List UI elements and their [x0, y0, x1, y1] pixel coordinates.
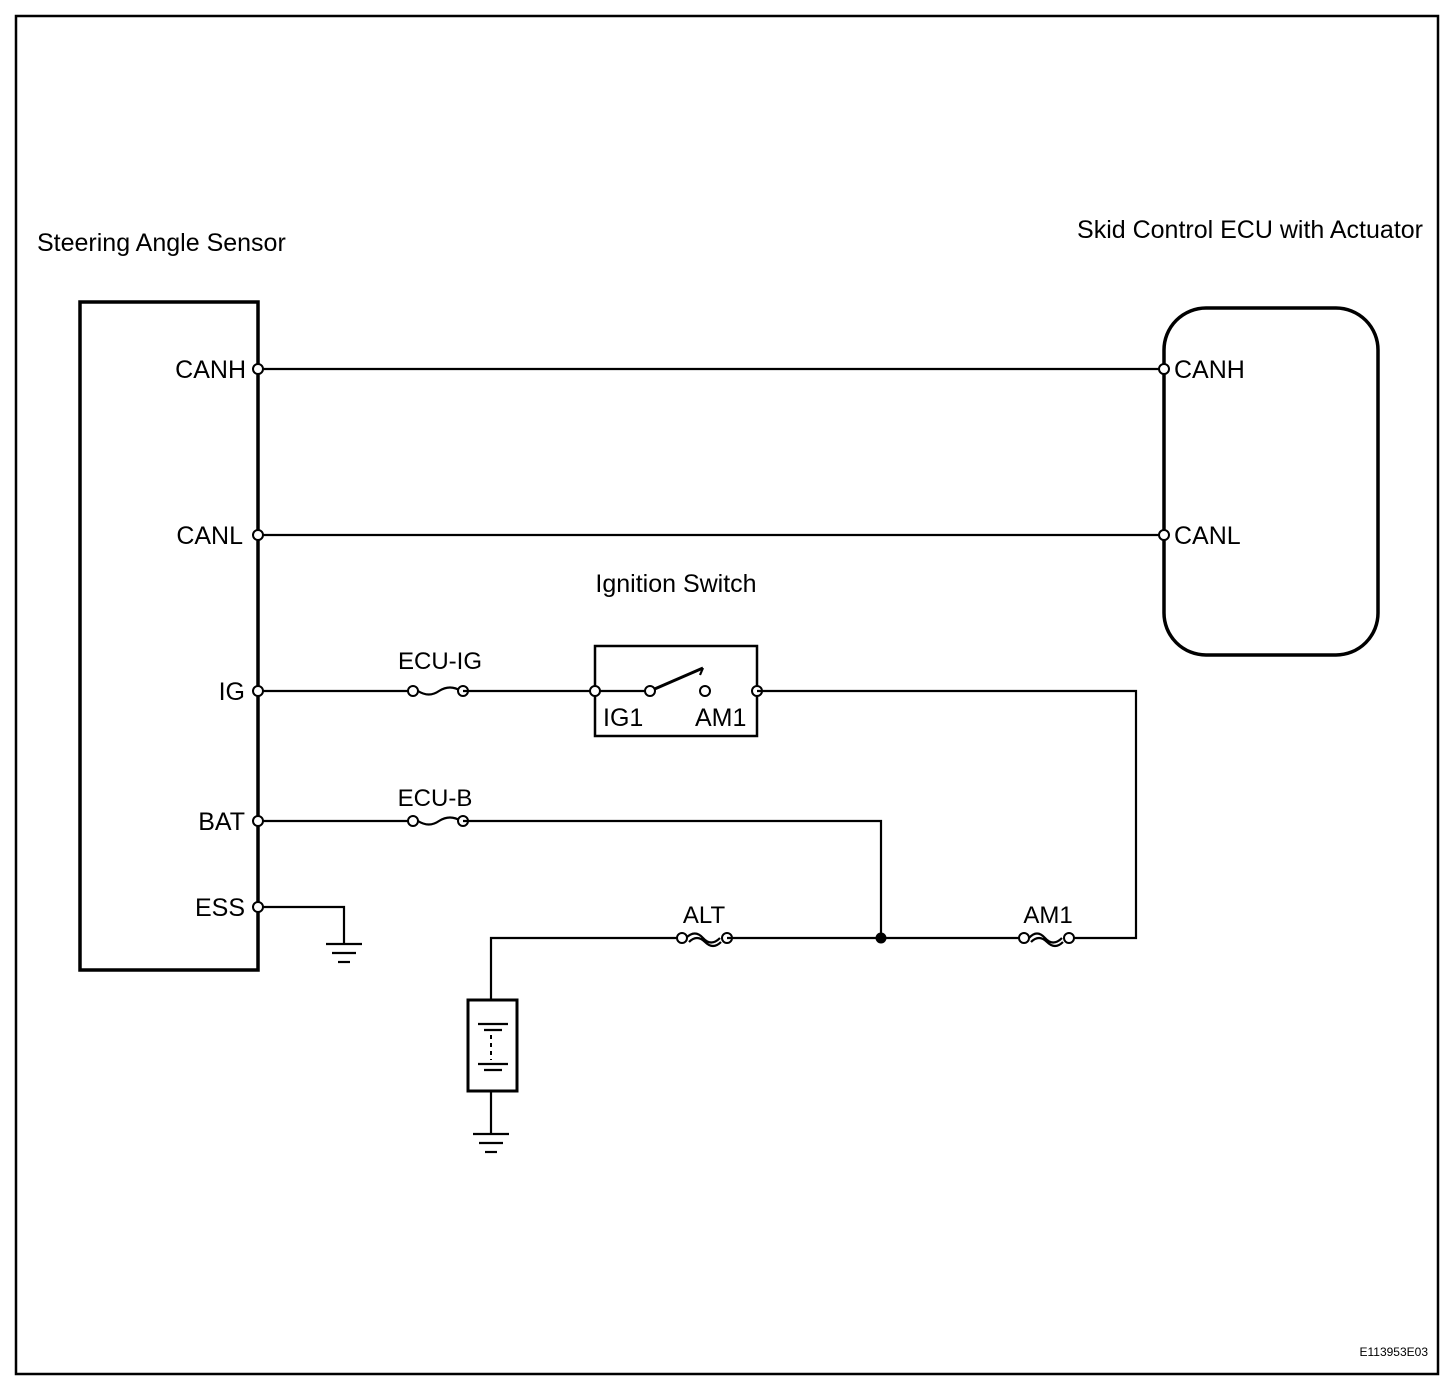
fuse-ecu-b-label: ECU-B: [398, 785, 473, 812]
fuse-am1-term-right: [1063, 932, 1075, 944]
ecu-pin-canh: CANH: [1174, 356, 1245, 384]
switch-term-left: [589, 685, 601, 697]
ecu-term-canh: [1158, 363, 1170, 375]
switch-contact-ig1: [644, 685, 656, 697]
fuse-am1-symbol: [1028, 932, 1064, 948]
skid-ecu-box: [1162, 306, 1380, 657]
sensor-pin-canl: CANL: [176, 522, 243, 550]
fuse-ecu-ig-term-left: [407, 685, 419, 697]
alt-wire-left: [489, 936, 682, 1000]
figure-id: E113953E03: [1359, 1345, 1428, 1359]
sensor-pin-ess: ESS: [195, 894, 245, 922]
ess-wire: [258, 905, 346, 944]
sensor-term-ess: [252, 901, 264, 913]
fuse-ecu-b-term-left: [407, 815, 419, 827]
ecu-pin-canl: CANL: [1174, 522, 1241, 550]
am1-feed-wire: [757, 689, 1138, 940]
sensor-pin-bat: BAT: [198, 808, 245, 836]
ignition-switch-title: Ignition Switch: [595, 570, 756, 598]
steering-sensor-title: Steering Angle Sensor: [37, 229, 286, 257]
junction-dot: [875, 932, 887, 944]
fuse-alt-symbol: [685, 932, 722, 948]
ignition-pin-am1: AM1: [695, 704, 746, 732]
sensor-pin-canh: CANH: [175, 356, 246, 384]
ignition-pin-ig1: IG1: [603, 704, 643, 732]
fuse-am1-label: AM1: [1023, 902, 1072, 929]
sensor-term-ig: [252, 685, 264, 697]
fuse-alt-label: ALT: [683, 902, 726, 929]
battery-icon: [466, 998, 519, 1093]
fuse-ecu-ig-label: ECU-IG: [398, 648, 482, 675]
diagram-frame: [14, 14, 1440, 1376]
bat-wire-right: [463, 819, 883, 938]
fuse-ecu-ig-symbol: [417, 686, 462, 696]
ecu-term-canl: [1158, 529, 1170, 541]
fuse-ecu-b-symbol: [417, 816, 462, 826]
fuse-alt-term-left: [676, 932, 688, 944]
switch-blade-tip: [698, 667, 705, 676]
sensor-term-canl: [252, 529, 264, 541]
steering-sensor-box: [78, 300, 260, 972]
switch-contact-am1: [699, 685, 711, 697]
sensor-term-bat: [252, 815, 264, 827]
skid-ecu-title: Skid Control ECU with Actuator: [1077, 216, 1423, 244]
switch-blade: [649, 666, 704, 693]
fuse-am1-term-left: [1018, 932, 1030, 944]
sensor-term-canh: [252, 363, 264, 375]
sensor-pin-ig: IG: [219, 678, 245, 706]
